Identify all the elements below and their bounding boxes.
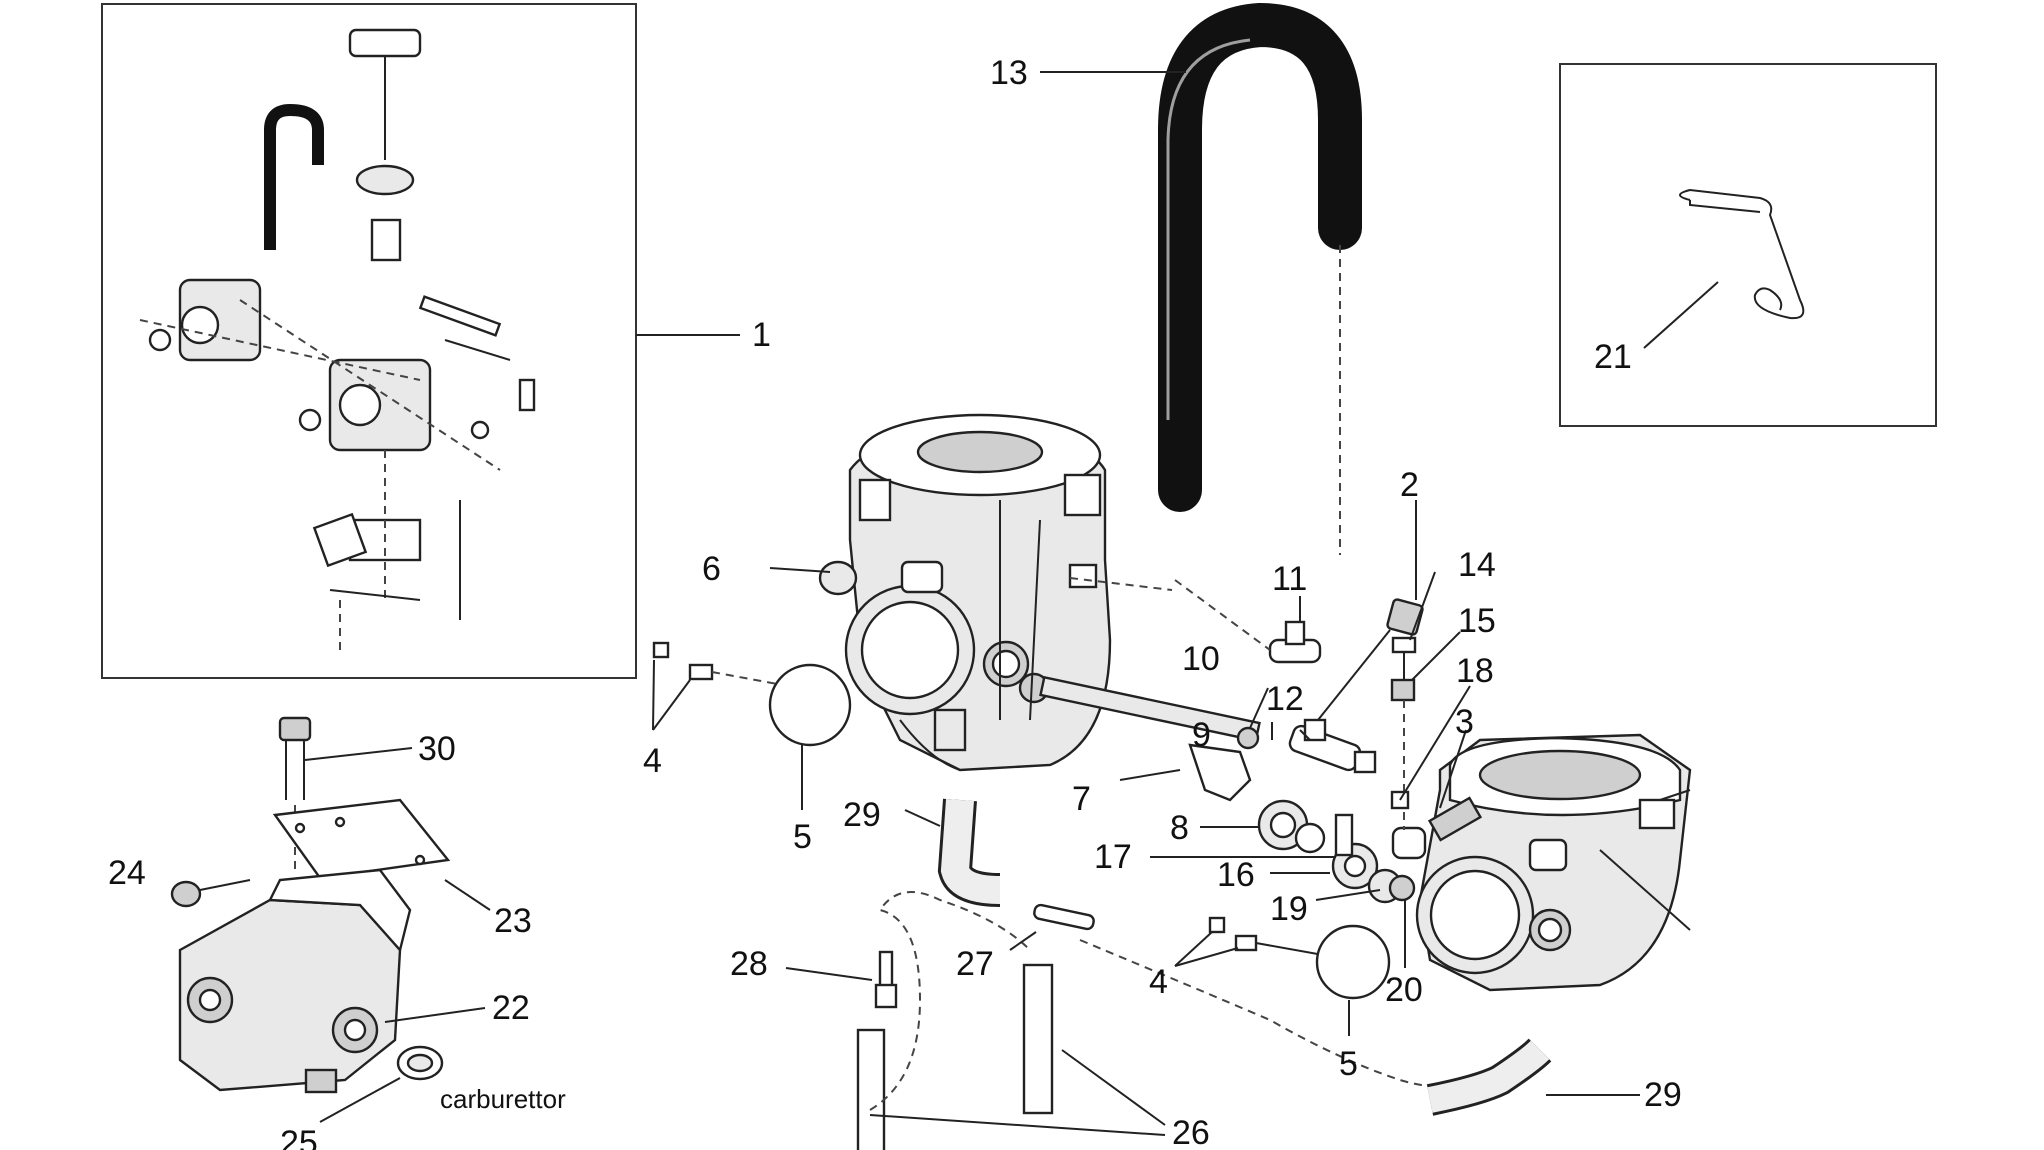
callout-21: 21 [1594, 338, 1632, 376]
callout-18: 18 [1456, 652, 1494, 690]
callout-20: 20 [1385, 971, 1423, 1009]
callout-25: 25 [280, 1124, 318, 1150]
callout-11: 11 [1272, 560, 1307, 598]
callout-4-left: 4 [643, 742, 662, 780]
callout-12: 12 [1266, 680, 1304, 718]
callout-3: 3 [1455, 703, 1474, 741]
callout-leaders [304, 500, 1640, 1136]
callout-9: 9 [1192, 716, 1211, 754]
callout-16: 16 [1217, 856, 1255, 894]
callout-29-left: 29 [843, 796, 881, 834]
callout-27: 27 [956, 945, 994, 983]
callout-7: 7 [1072, 780, 1091, 818]
callout-5-right: 5 [1339, 1045, 1358, 1083]
callout-4-right: 4 [1149, 963, 1168, 1001]
callout-2: 2 [1400, 466, 1419, 504]
callout-28: 28 [730, 945, 768, 983]
callout-29-right: 29 [1644, 1076, 1682, 1114]
clip-inset [1559, 63, 1937, 427]
callout-6: 6 [702, 550, 721, 588]
sync-linkage [652, 560, 1552, 1150]
callout-line-21 [1643, 281, 1719, 349]
breather-hose [1158, 2, 1362, 555]
callout-1: 1 [752, 316, 771, 354]
caption-carburettor: carburettor [440, 1084, 566, 1114]
callout-22: 22 [492, 989, 530, 1027]
right-carburettor [1415, 733, 1692, 992]
callout-14: 14 [1458, 546, 1496, 584]
filter-bracket-assembly [170, 716, 451, 1094]
callout-5-left: 5 [793, 818, 812, 856]
left-carburettor [844, 413, 1112, 772]
callout-24: 24 [108, 854, 146, 892]
callout-17: 17 [1094, 838, 1132, 876]
callout-19: 19 [1270, 890, 1308, 928]
callout-23: 23 [494, 902, 532, 940]
callout-15: 15 [1458, 602, 1496, 640]
callout-13: 13 [990, 54, 1028, 92]
callout-26: 26 [1172, 1114, 1210, 1150]
assembly-inset [101, 3, 637, 679]
callout-8: 8 [1170, 809, 1189, 847]
callout-30: 30 [418, 730, 456, 768]
callout-10: 10 [1182, 640, 1220, 678]
